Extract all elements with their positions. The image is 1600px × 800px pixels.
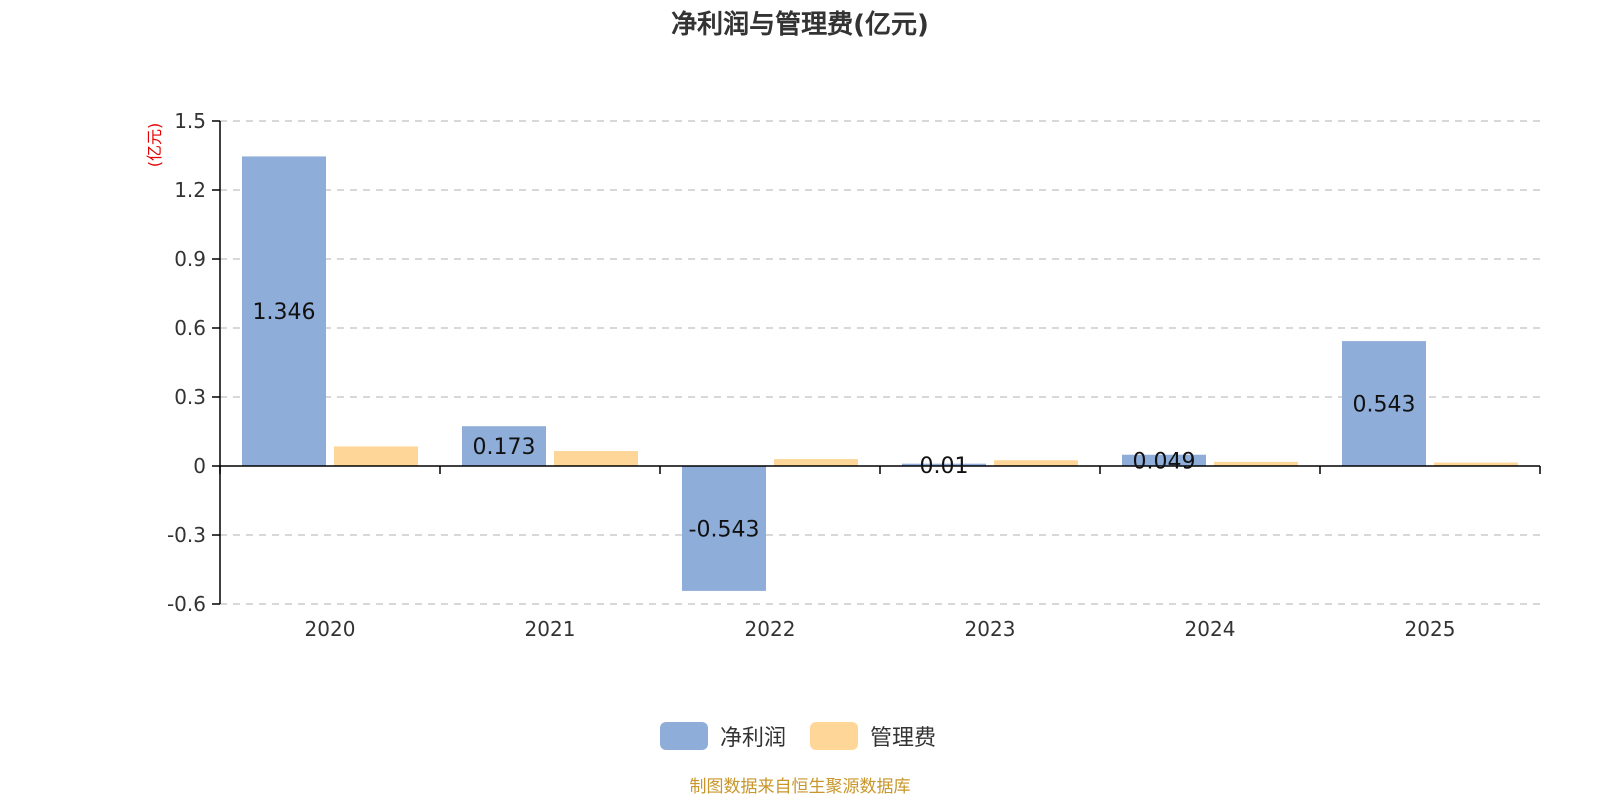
chart-title: 净利润与管理费(亿元) <box>671 9 929 40</box>
bar-net-profit <box>242 156 326 467</box>
bar-admin-expense <box>334 446 418 466</box>
axes: 1.5 1.2 0.9 0.6 0.3 0 -0.3 -0.6 2020 2021 2022 2023… <box>167 109 1541 641</box>
x-tick-label: 2024 <box>1185 617 1236 641</box>
bar-admin-expense <box>994 460 1078 466</box>
y-tick-label: 0 <box>193 454 206 478</box>
y-tick-label: -0.6 <box>167 592 206 616</box>
bars <box>242 156 1518 591</box>
x-tick-label: 2020 <box>305 617 356 641</box>
x-tick-label: 2023 <box>965 617 1016 641</box>
y-tick-label: 1.5 <box>174 109 206 133</box>
data-labels: 1.346 0.173 -0.543 0.01 0.049 0.543 <box>253 300 1416 542</box>
y-tick-label: 1.2 <box>174 178 206 202</box>
legend[interactable]: 净利润 管理费 <box>660 722 936 751</box>
bar-net-profit <box>1342 341 1426 466</box>
y-tick-label: 0.6 <box>174 316 206 340</box>
bar-net-profit <box>1122 454 1206 466</box>
y-axis-unit-label: (亿元) <box>145 123 164 168</box>
bar-admin-expense <box>1214 461 1298 466</box>
bar-admin-expense <box>1434 462 1518 466</box>
source-note: 制图数据来自恒生聚源数据库 <box>690 777 911 797</box>
legend-label: 管理费 <box>870 726 936 751</box>
data-label: 0.049 <box>1133 449 1196 474</box>
data-label: 0.01 <box>920 454 969 479</box>
x-tick-label: 2025 <box>1405 617 1456 641</box>
y-tick-label: -0.3 <box>167 523 206 547</box>
bar-admin-expense <box>774 459 858 466</box>
y-tick-label: 0.3 <box>174 385 206 409</box>
data-label: 1.346 <box>253 300 316 325</box>
bar-net-profit <box>462 426 546 466</box>
data-label: 0.173 <box>473 435 536 460</box>
bar-admin-expense <box>554 451 638 466</box>
x-tick-label: 2021 <box>525 617 576 641</box>
legend-swatch <box>660 722 708 750</box>
legend-label: 净利润 <box>720 726 786 751</box>
bar-net-profit <box>682 466 766 591</box>
y-tick-label: 0.9 <box>174 247 206 271</box>
bar-net-profit <box>902 463 986 466</box>
legend-swatch <box>810 722 858 750</box>
data-label: 0.543 <box>1353 393 1416 418</box>
x-tick-label: 2022 <box>745 617 796 641</box>
data-label: -0.543 <box>689 517 760 542</box>
